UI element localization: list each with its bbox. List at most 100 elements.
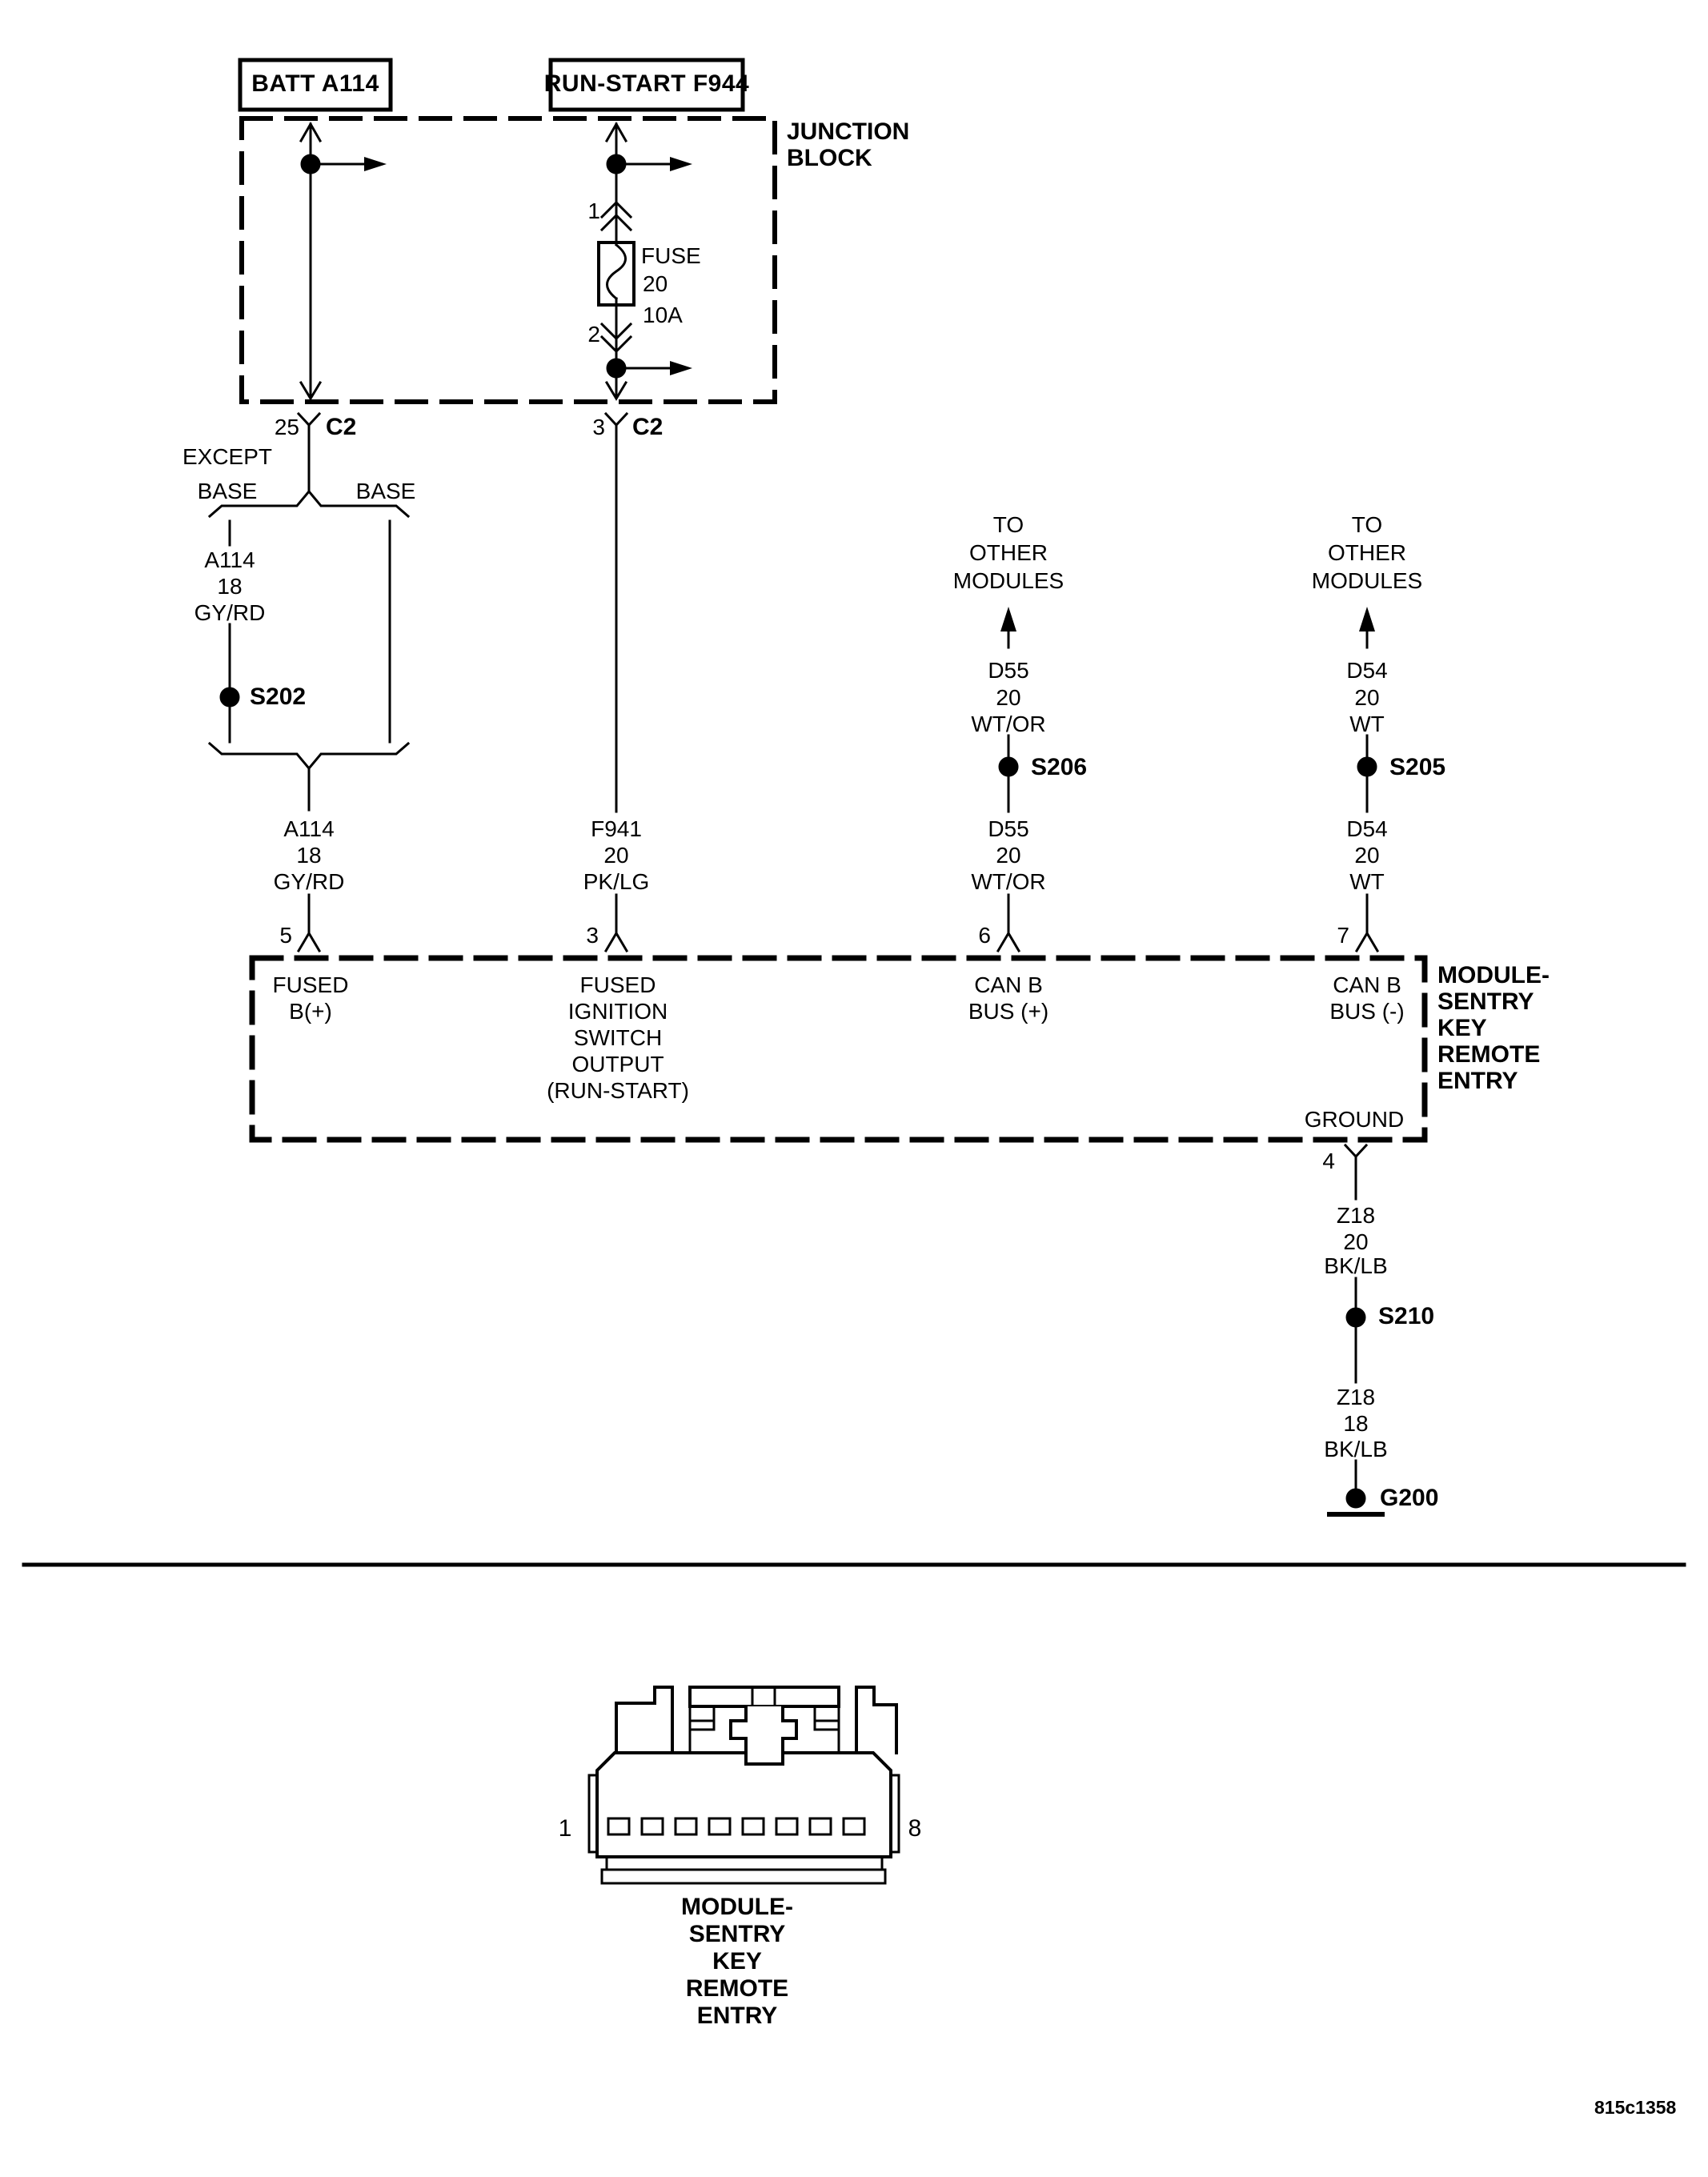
pin-function-label: B(+) — [289, 999, 332, 1024]
pin-function-label: BUS (-) — [1329, 999, 1405, 1024]
split-brace — [207, 489, 411, 519]
fuse-name-label: FUSE — [641, 243, 701, 268]
runstart-feed-box — [548, 58, 745, 112]
wire-label: 20 — [996, 843, 1021, 868]
splice-label-s206: S206 — [1031, 754, 1088, 780]
wire-label: A114 — [204, 547, 255, 572]
merge-brace — [207, 741, 411, 771]
can-plus-wire — [996, 607, 1021, 953]
pin-function-label: OUTPUT — [571, 1052, 664, 1076]
wire-label: GY/RD — [194, 600, 266, 625]
wire-label: 20 — [1354, 843, 1380, 868]
batt-circuit — [299, 121, 387, 401]
pin-function-label: SWITCH — [573, 1025, 663, 1050]
pin-function-label: IGNITION — [567, 999, 668, 1024]
connector-fork-icon — [603, 931, 629, 953]
arrow-down-icon — [604, 380, 628, 401]
to-other-modules-label: MODULES — [952, 568, 1064, 593]
fuse-rating-label: 10A — [643, 303, 683, 327]
ignition-feed-wire — [603, 437, 629, 953]
wire-label: WT — [1349, 869, 1385, 894]
module-pin-number: 7 — [1337, 923, 1349, 948]
option-branch — [207, 437, 411, 953]
wire-label: 18 — [217, 574, 243, 599]
exit-connector-name: C2 — [632, 414, 664, 440]
fuse-symbol — [597, 241, 635, 307]
option-left-label: BASE — [197, 479, 258, 503]
arrow-up-icon — [299, 121, 323, 143]
runstart-feed-label: RUN-START F944 — [543, 70, 750, 97]
module-pin-number: 6 — [978, 923, 991, 948]
wire-label: WT — [1349, 712, 1385, 736]
to-other-modules-label: TO — [1351, 512, 1383, 537]
splice-label-s210: S210 — [1378, 1303, 1435, 1329]
connector-pin-cavities — [607, 1817, 866, 1836]
connector-pin-number: 1 — [558, 1815, 572, 1842]
module-name: SENTRY — [1437, 988, 1534, 1015]
ground-dot-g200 — [1345, 1488, 1366, 1509]
splice-dot-s202 — [219, 687, 240, 708]
connector-caption: ENTRY — [696, 2003, 778, 2029]
fuse-pin-out-number: 2 — [587, 322, 600, 347]
batt-feed-box — [238, 58, 393, 112]
wire-label: F941 — [591, 816, 642, 841]
connector-latch-bar — [688, 1686, 840, 1708]
connector-caption: KEY — [712, 1948, 762, 1975]
wire-label: Z18 — [1336, 1385, 1376, 1409]
to-other-modules-label: OTHER — [1328, 540, 1406, 565]
pin-function-label: GROUND — [1304, 1107, 1405, 1132]
connector-latch-left — [615, 1686, 674, 1754]
wire-label: Z18 — [1336, 1203, 1376, 1228]
to-other-modules-label: OTHER — [969, 540, 1048, 565]
module-name: ENTRY — [1437, 1068, 1518, 1094]
runstart-circuit — [597, 121, 692, 401]
connector-fork-icon — [1354, 931, 1380, 953]
tap-arrow-icon — [364, 157, 387, 171]
to-other-modules-arrow-icon — [1359, 607, 1375, 631]
wire-label: WT/OR — [971, 869, 1046, 894]
connector-caption: MODULE- — [681, 1894, 793, 1920]
wire-label: 20 — [603, 843, 629, 868]
fuse-pin-in-number: 1 — [587, 198, 600, 223]
pin-function-label: (RUN-START) — [547, 1078, 689, 1103]
splice-label-s205: S205 — [1389, 754, 1446, 780]
ground-label-g200: G200 — [1380, 1485, 1439, 1511]
wire-label: WT/OR — [971, 712, 1046, 736]
arrow-down-icon — [299, 380, 323, 401]
to-other-modules-arrow-icon — [1000, 607, 1016, 631]
splice-dot-s206 — [998, 756, 1019, 777]
wire-label: D54 — [1346, 658, 1388, 683]
wire-label: 20 — [1354, 685, 1380, 710]
pin-function-label: FUSED — [579, 972, 656, 997]
module-name: KEY — [1437, 1015, 1487, 1041]
wire-label: D55 — [988, 816, 1029, 841]
junction-block-outline — [239, 116, 777, 404]
c2-exit-connectors — [296, 411, 629, 440]
module-pin-number: 4 — [1322, 1149, 1335, 1173]
to-other-modules-label: TO — [992, 512, 1024, 537]
module-pin-number: 3 — [586, 923, 599, 948]
option-left-label: EXCEPT — [182, 444, 273, 469]
splice-dot-s210 — [1345, 1307, 1366, 1328]
connector-base-bar — [605, 1855, 884, 1871]
pin-function-label: CAN B — [974, 972, 1043, 997]
splice-dot-s205 — [1357, 756, 1377, 777]
figure-id: 815c1358 — [1594, 2097, 1677, 2118]
connector-fork-icon — [996, 931, 1021, 953]
module-name: MODULE- — [1437, 962, 1550, 988]
connector-fork-icon — [296, 931, 322, 953]
fuse-pin2-chevron-icon — [599, 335, 633, 354]
connector-fork-icon — [603, 411, 629, 440]
connector-body — [595, 1751, 892, 1858]
junction-block-title: JUNCTION — [787, 118, 910, 145]
tap-arrow-icon — [670, 361, 692, 375]
to-other-modules-label: MODULES — [1311, 568, 1423, 593]
wire-label: 20 — [996, 685, 1021, 710]
option-right-label: BASE — [355, 479, 416, 503]
fuse-cavity-label: 20 — [643, 271, 668, 296]
tap-arrow-icon — [670, 157, 692, 171]
connector-caption: SENTRY — [688, 1921, 786, 1947]
exit-pin-number: 25 — [274, 415, 299, 439]
